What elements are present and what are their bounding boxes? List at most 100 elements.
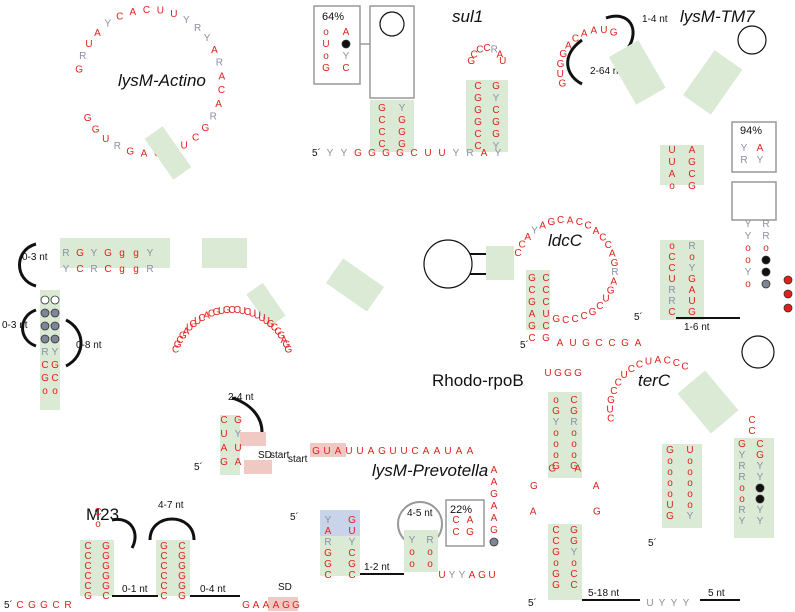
terc-nt: G xyxy=(666,445,674,456)
m23-end-nt: G xyxy=(242,600,250,611)
tm7-loop-nt: U xyxy=(557,69,564,80)
ldcc-loop-nt: G xyxy=(552,314,560,325)
ldcc-loop-nt: U xyxy=(602,294,609,305)
actino-loop-nt: G xyxy=(92,124,100,135)
ldcc-loop-nt: Y xyxy=(531,225,538,236)
m23-loop-nt: C xyxy=(94,507,101,518)
tm7-nt: G xyxy=(688,307,696,318)
rhodo-top-nt: G xyxy=(574,368,582,379)
tm7-var-1: 1-4 nt xyxy=(642,14,668,25)
prevotella-inset-nt: C xyxy=(452,527,459,538)
rhodo-nt: R xyxy=(570,417,577,428)
prevotella-top-nt: U xyxy=(323,446,330,457)
rhodo-nt: o xyxy=(571,558,577,569)
prevotella-top-nt: U xyxy=(345,446,352,457)
tm7-nt: U xyxy=(668,274,675,285)
prevotella-top-nt: A xyxy=(434,446,441,457)
actino-stem-bottom xyxy=(220,415,240,475)
actino-loop-nt: C xyxy=(143,5,150,16)
m23-nt: G xyxy=(102,541,110,552)
tm7-nt: C xyxy=(688,169,695,180)
prevotella-nt: R xyxy=(324,537,331,548)
sul1-tail-nt: R xyxy=(466,148,473,159)
rhodo-nt: G xyxy=(552,569,560,580)
actino-lower-nt: G xyxy=(223,305,231,316)
actino-stem-nt: G xyxy=(76,248,84,259)
sul1-nt: G xyxy=(474,105,482,116)
prevotella-tail-nt: G xyxy=(478,570,486,581)
actino-stem-left xyxy=(60,238,170,268)
rhodo-nt: G xyxy=(552,580,560,591)
actino-lower-nt: U xyxy=(194,316,201,327)
sul1-loop-nt: A xyxy=(496,49,503,60)
sul1-stem xyxy=(370,100,414,152)
m23-end-nt: A xyxy=(253,600,260,611)
m23-nt: G xyxy=(102,571,110,582)
rhodo-top-nt: U xyxy=(544,368,551,379)
actino-left-nt-dot xyxy=(50,308,60,318)
m23-nt: G xyxy=(102,561,110,572)
ldcc-loop-nt: C xyxy=(584,221,591,232)
terc-nt: U xyxy=(666,500,673,511)
sul1-inset-nt: C xyxy=(342,63,349,74)
sul1-five-prime: 5´ xyxy=(312,147,321,159)
actino-var-1: 0-3 nt xyxy=(22,252,48,263)
actino-left-nt-dot xyxy=(50,295,60,305)
actino-lower-nt: A xyxy=(183,326,190,337)
prevotella-inset-nt: G xyxy=(466,527,474,538)
m23-nt: G xyxy=(178,581,186,592)
sul1-nt: Y xyxy=(493,93,500,104)
sul1-tail-nt: G xyxy=(368,148,376,159)
ldcc-nt: G xyxy=(542,333,550,344)
terc-top-nt: C xyxy=(748,415,755,426)
tm7-right-nt-dot xyxy=(761,255,771,265)
terc-nt: R xyxy=(738,461,745,472)
tm7-nt: o xyxy=(669,241,675,252)
tm7-nt: G xyxy=(688,181,696,192)
terc-nt: o xyxy=(687,500,693,511)
prevotella-inset-box xyxy=(445,499,485,547)
ldcc-loop-nt: A xyxy=(610,277,617,288)
actino-lower-nt: U xyxy=(263,316,270,327)
prevotella-top-nt: A xyxy=(423,446,430,457)
actino-stem-nt: g xyxy=(119,264,125,275)
tm7-loop-nt: A xyxy=(581,28,588,39)
tm7-loop-nt: G xyxy=(557,59,565,70)
sul1-nt: C xyxy=(378,127,385,138)
rhodo-nt: G xyxy=(552,406,560,417)
sul1-inset-nt: o xyxy=(323,27,329,38)
terc-nt: o xyxy=(739,483,745,494)
prevotella-inset-nt: A xyxy=(467,515,474,526)
actino-bottom-nt: A xyxy=(221,443,228,454)
rhodo-nt: o xyxy=(571,428,577,439)
sul1-inset-nt: G xyxy=(322,63,330,74)
actino-left-nt-dot xyxy=(50,334,60,344)
tm7-inset-box-2 xyxy=(731,181,777,221)
terc-nt: o xyxy=(687,478,693,489)
prevotella-stem-2 xyxy=(404,530,438,572)
tm7-edge-nt-dot xyxy=(783,289,793,299)
actino-stem-nt: C xyxy=(104,264,111,275)
terc-nt: o xyxy=(667,478,673,489)
m23-var-3: 0-4 nt xyxy=(200,584,226,595)
m23-sd-label: SD xyxy=(278,582,292,593)
ldcc-nt: C xyxy=(542,273,549,284)
sul1-nt: Y xyxy=(399,103,406,114)
m23-nt: G xyxy=(178,551,186,562)
m23-five-prime: 5´ xyxy=(4,599,13,611)
tm7-loop-nt: A xyxy=(565,40,572,51)
prevotella-top-nt: G xyxy=(312,446,320,457)
terc-loop-nt: A xyxy=(654,355,661,366)
tm7-var-arc-1 xyxy=(605,14,635,49)
m23-end-nt: G xyxy=(292,600,300,611)
actino-lower-nt: U xyxy=(218,306,225,317)
tm7-inset-box-1 xyxy=(731,121,777,173)
sul1-loop-nt: C xyxy=(471,49,478,60)
tm7-inset-nt: Y xyxy=(757,155,764,166)
ldcc-loop-nt: G xyxy=(607,285,615,296)
m23-end-nt: A xyxy=(263,600,270,611)
actino-loop-nt: U xyxy=(85,39,92,50)
actino-lower-nt: C xyxy=(198,313,205,324)
prevotella-right-nt: A xyxy=(491,513,498,524)
tm7-nt: A xyxy=(689,145,696,156)
